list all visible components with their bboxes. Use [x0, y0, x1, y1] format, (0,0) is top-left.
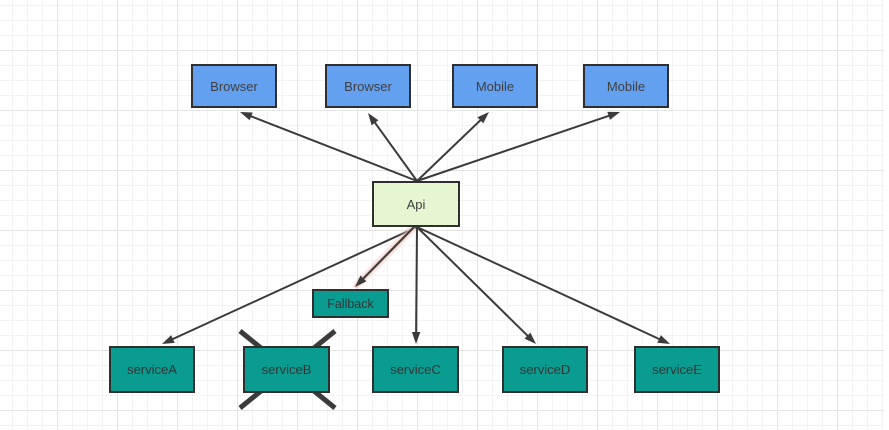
- arrowhead-serviceA: [162, 335, 175, 344]
- node-label: serviceE: [652, 362, 702, 377]
- node-service-a[interactable]: serviceA: [109, 346, 195, 393]
- arrowhead-mobile1: [477, 112, 489, 124]
- arrowhead-browser2: [368, 113, 379, 126]
- arrowhead-serviceD: [524, 332, 536, 344]
- node-service-d[interactable]: serviceD: [502, 346, 588, 393]
- node-label: Mobile: [475, 78, 515, 94]
- node-label: Browser: [344, 78, 392, 94]
- node-label: serviceC: [390, 362, 441, 377]
- node-service-b-crossed-out[interactable]: serviceB: [243, 346, 330, 393]
- node-browser-2[interactable]: Browser: [325, 64, 411, 108]
- node-label: Api: [406, 196, 426, 212]
- node-label: serviceD: [519, 362, 571, 377]
- node-label: serviceA: [127, 362, 177, 377]
- node-mobile-2[interactable]: Mobile: [583, 64, 669, 108]
- node-browser-1[interactable]: Browser: [191, 64, 277, 108]
- node-label: Fallback: [327, 296, 374, 311]
- node-label: serviceB: [261, 362, 312, 377]
- node-service-e[interactable]: serviceE: [634, 346, 720, 393]
- canvas-right-gutter: [884, 0, 889, 430]
- arrowhead-serviceC: [411, 331, 421, 344]
- arrowhead-mobile2: [607, 111, 620, 120]
- arrowhead-browser1: [240, 112, 253, 121]
- node-mobile-1[interactable]: Mobile: [452, 64, 538, 108]
- node-fallback[interactable]: Fallback: [312, 289, 389, 318]
- node-service-c[interactable]: serviceC: [372, 346, 459, 393]
- arrowhead-serviceE: [657, 335, 670, 344]
- arrowhead-fallback: [355, 275, 367, 287]
- node-api[interactable]: Api: [372, 181, 460, 227]
- node-label: Mobile: [606, 78, 646, 94]
- node-label: Browser: [210, 78, 258, 94]
